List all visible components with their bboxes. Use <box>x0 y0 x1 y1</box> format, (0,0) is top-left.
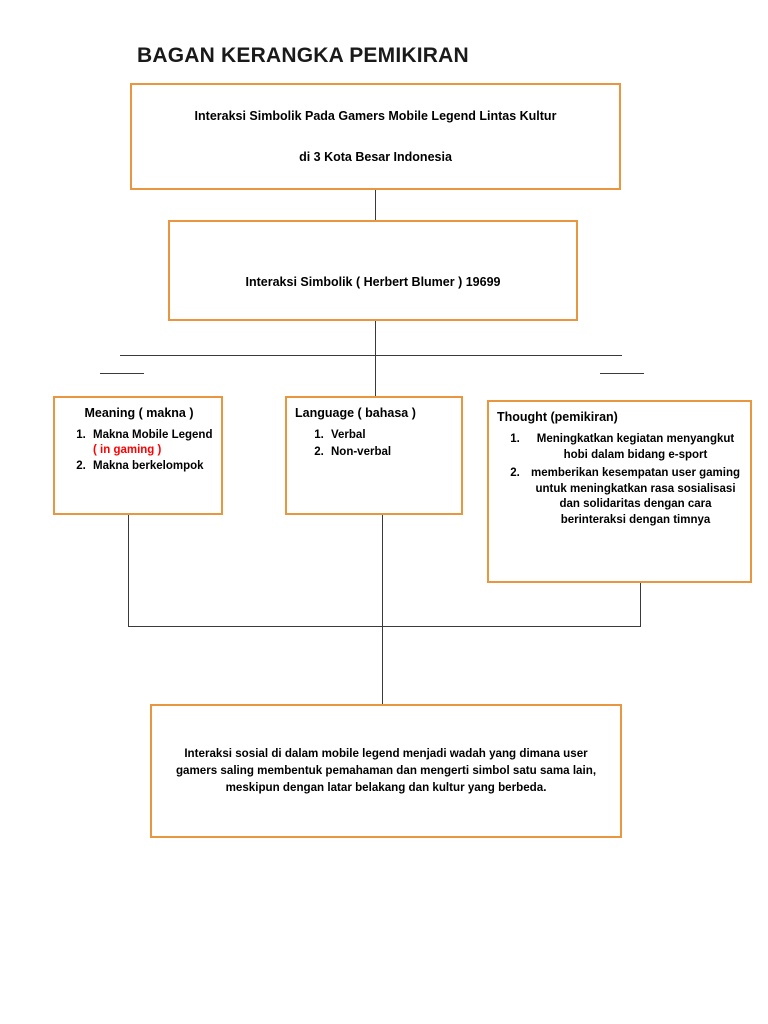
page-title: BAGAN KERANGKA PEMIKIRAN <box>137 44 469 67</box>
research-theme-line-1: Interaksi Simbolik Pada Gamers Mobile Le… <box>194 109 557 124</box>
connector-thought-down <box>640 583 641 626</box>
research-theme-line-2: di 3 Kota Besar Indonesia <box>299 149 452 164</box>
connector-branch-stub-right <box>600 373 644 374</box>
conclusion-text: Interaksi sosial di dalam mobile legend … <box>175 747 597 794</box>
meaning-item-2: Makna berkelompok <box>93 460 204 473</box>
thought-list: Meningkatkan kegiatan menyangkut hobi da… <box>497 432 744 529</box>
meaning-item-1: Makna Mobile Legend <box>93 429 213 441</box>
theory-label: Interaksi Simbolik ( Herbert Blumer ) 19… <box>245 274 501 289</box>
list-item: Verbal <box>327 428 455 443</box>
connector-branch-stub-left <box>100 373 144 374</box>
node-conclusion: Interaksi sosial di dalam mobile legend … <box>150 704 622 838</box>
node-thought: Thought (pemikiran) Meningkatkan kegiata… <box>487 400 752 583</box>
list-item: Meningkatkan kegiatan menyangkut hobi da… <box>523 432 744 464</box>
list-item: Non-verbal <box>327 445 455 460</box>
connector-merge-to-conclusion <box>382 626 383 704</box>
meaning-item-1-highlight: ( in gaming ) <box>93 444 162 457</box>
list-item: Makna berkelompok <box>89 459 215 474</box>
connector-theme-to-theory <box>375 190 376 220</box>
list-item: Makna Mobile Legend ( in gaming ) <box>89 428 215 458</box>
connector-merge-bar <box>128 626 641 627</box>
connector-meaning-down <box>128 515 129 626</box>
meaning-list: Makna Mobile Legend ( in gaming ) Makna … <box>63 428 215 475</box>
meaning-heading: Meaning ( makna ) <box>84 406 194 420</box>
connector-language-down <box>382 515 383 626</box>
list-item: memberikan kesempatan user gaming untuk … <box>523 466 744 529</box>
connector-theory-stem <box>375 321 376 396</box>
node-meaning: Meaning ( makna ) Makna Mobile Legend ( … <box>53 396 223 515</box>
language-list: Verbal Non-verbal <box>295 428 455 460</box>
node-language: Language ( bahasa ) Verbal Non-verbal <box>285 396 463 515</box>
node-research-theme: Interaksi Simbolik Pada Gamers Mobile Le… <box>130 83 621 190</box>
connector-branch-bar <box>120 355 622 356</box>
language-heading: Language ( bahasa ) <box>295 406 416 420</box>
node-theory: Interaksi Simbolik ( Herbert Blumer ) 19… <box>168 220 578 321</box>
thought-heading: Thought (pemikiran) <box>497 410 618 424</box>
